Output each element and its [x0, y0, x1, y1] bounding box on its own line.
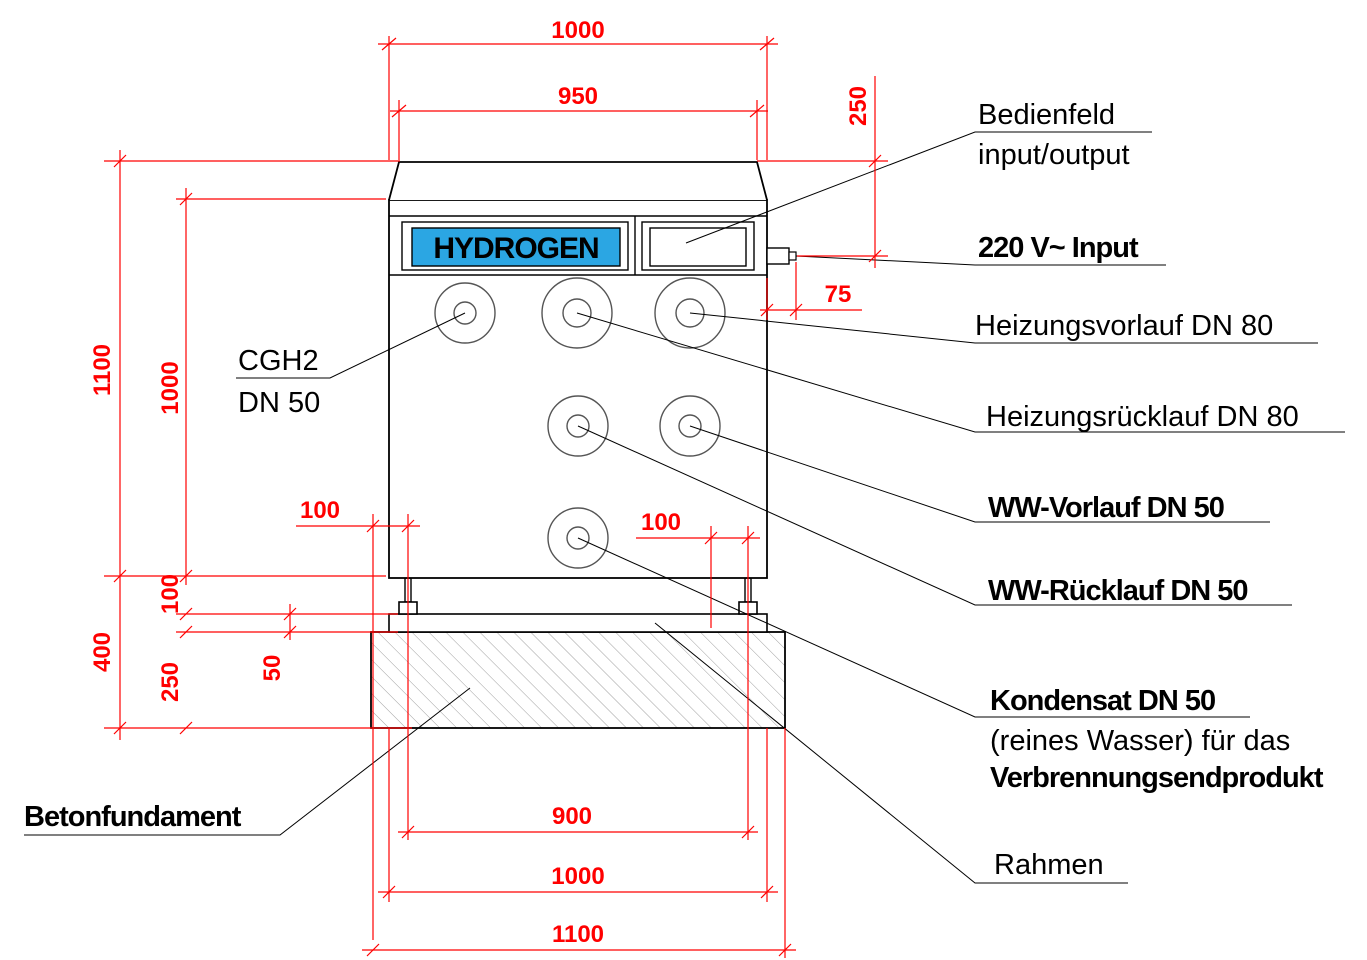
- label-heizungsruecklauf: Heizungsrücklauf DN 80: [986, 401, 1299, 433]
- dim-left-total-height: 1100: [89, 344, 116, 396]
- dim-left-feet: 100: [157, 574, 184, 614]
- dim-bottom-feet: 900: [552, 803, 592, 830]
- leader-lines: [24, 131, 1345, 884]
- hydrogen-panel: [411, 227, 621, 267]
- label-kondensat-line2: (reines Wasser) für das: [990, 725, 1290, 757]
- dim-left-foundation: 250: [157, 662, 184, 702]
- label-cgh2-line2: DN 50: [238, 387, 320, 419]
- connection-ww-vorlauf: [659, 395, 721, 457]
- dim-bottom-foundation: 1100: [552, 921, 604, 948]
- concrete-foundation: [370, 631, 786, 729]
- label-bedienfeld: Bedienfeld: [978, 99, 1115, 131]
- label-ww-vorlauf: WW-Vorlauf DN 50: [988, 492, 1224, 524]
- frame: [388, 613, 768, 633]
- dim-left-foot-width: 100: [300, 497, 340, 524]
- dim-top-overall: 1000: [551, 17, 604, 44]
- connection-kondensat: [547, 507, 609, 569]
- dim-left-body-height: 1000: [157, 361, 184, 414]
- dimension-lines: [104, 36, 888, 958]
- label-kondensat-line3: Verbrennungsendprodukt: [990, 762, 1324, 794]
- dim-socket-offset: 75: [825, 281, 852, 308]
- label-power: 220 V~ Input: [978, 232, 1139, 264]
- connection-cgh2: [434, 282, 496, 344]
- label-kondensat-line1: Kondensat DN 50: [990, 685, 1215, 717]
- label-ww-ruecklauf: WW-Rücklauf DN 50: [988, 575, 1248, 607]
- dim-right-panel-height: 250: [845, 86, 872, 126]
- connection-heizungsvorlauf: [654, 277, 726, 349]
- dim-bottom-body: 1000: [551, 863, 604, 890]
- unit-top-cover: [388, 161, 768, 201]
- label-rahmen: Rahmen: [994, 849, 1104, 881]
- label-cgh2-line1: CGH2: [238, 345, 319, 377]
- connection-heizungsruecklauf: [541, 277, 613, 349]
- dim-right-foot-width: 100: [641, 509, 681, 536]
- dim-top-inner: 950: [558, 83, 598, 110]
- label-heizungsvorlauf: Heizungsvorlauf DN 80: [975, 310, 1273, 342]
- connection-ww-ruecklauf: [547, 395, 609, 457]
- dim-frame-height: 50: [259, 655, 286, 682]
- brand-text: HYDROGEN: [433, 232, 598, 265]
- power-socket: [766, 247, 790, 265]
- label-betonfundament: Betonfundament: [24, 801, 242, 833]
- control-panel-display: [649, 227, 747, 267]
- label-input-output: input/output: [978, 139, 1130, 171]
- dim-left-base-total: 400: [89, 632, 116, 672]
